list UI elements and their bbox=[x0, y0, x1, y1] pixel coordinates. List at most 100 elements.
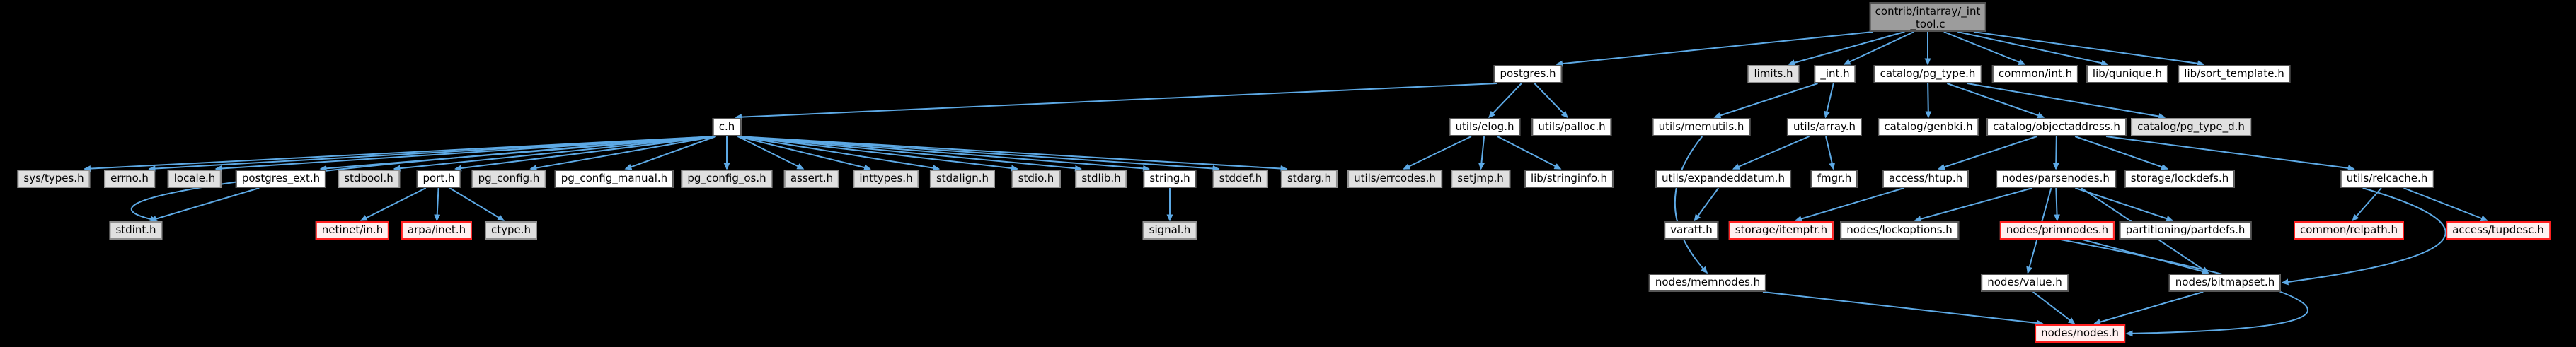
edge-nodes-bitmapset-h-to-nodes-nodes-h bbox=[2093, 291, 2204, 325]
node-setjmp-h: setjmp.h bbox=[1451, 170, 1510, 188]
node-catalog-genbki-h[interactable]: catalog/genbki.h bbox=[1878, 118, 1979, 136]
edge-utils-memutils-h-to-nodes-memnodes-h bbox=[1674, 136, 1708, 274]
edge-c-h-to-pg-config-manual-h bbox=[624, 136, 716, 170]
node-utils-relcache-h[interactable]: utils/relcache.h bbox=[2340, 170, 2434, 188]
node-catalog-pg-type-d-h: catalog/pg_type_d.h bbox=[2131, 118, 2251, 136]
edge-postgres-h-to-utils-elog-h bbox=[1488, 83, 1522, 119]
node-nodes-parsenodes-h[interactable]: nodes/parsenodes.h bbox=[1996, 170, 2116, 188]
node-stdalign-h: stdalign.h bbox=[929, 170, 996, 188]
node-stdio-h: stdio.h bbox=[1011, 170, 1061, 188]
node-fmgr-h[interactable]: fmgr.h bbox=[1810, 170, 1858, 188]
node-limits-h: limits.h bbox=[1747, 65, 1800, 83]
edge-c-h-to-port-h bbox=[454, 136, 716, 172]
edge-postgres-ext-h-to-stdint-h bbox=[149, 187, 260, 222]
edge-postgres-h-to-utils-palloc-h bbox=[1534, 83, 1568, 119]
node-nodes-primnodes-h[interactable]: nodes/primnodes.h bbox=[1999, 221, 2115, 240]
edge-nodes-parsenodes-h-to-nodes-lockoptions-h bbox=[1914, 187, 2033, 223]
edge-catalog-objectaddress-h-to-storage-lockdefs-h bbox=[2074, 136, 2169, 170]
node-stdlib-h: stdlib.h bbox=[1075, 170, 1127, 188]
node-access-tupdesc-h[interactable]: access/tupdesc.h bbox=[2446, 221, 2551, 240]
edge-port-h-to-ctype-h bbox=[449, 187, 505, 221]
node-port-h[interactable]: port.h bbox=[416, 170, 461, 188]
node-lib-stringinfo-h[interactable]: lib/stringinfo.h bbox=[1524, 170, 1614, 188]
edge-c-h-to-stdarg-h bbox=[737, 136, 1288, 172]
node-storage-lockdefs-h[interactable]: storage/lockdefs.h bbox=[2124, 170, 2236, 188]
edge-utils-elog-h-to-setjmp-h bbox=[1478, 136, 1485, 170]
node-utils-expandeddatum-h[interactable]: utils/expandeddatum.h bbox=[1655, 170, 1791, 188]
node-int-h[interactable]: _int.h bbox=[1814, 65, 1856, 83]
edge-int-h-to-utils-array-h bbox=[1824, 83, 1834, 119]
edge-c-h-to-inttypes-h bbox=[737, 136, 871, 171]
edge-utils-relcache-h-to-common-relpath-h bbox=[2352, 187, 2382, 222]
node-errno-h: errno.h bbox=[104, 170, 155, 188]
node-stdbool-h: stdbool.h bbox=[338, 170, 400, 188]
node-ctype-h: ctype.h bbox=[484, 221, 538, 240]
node-catalog-pg-type-h[interactable]: catalog/pg_type.h bbox=[1873, 65, 1982, 83]
edge-catalog-objectaddress-h-to-access-htup-h bbox=[1938, 136, 2037, 170]
node-string-h[interactable]: string.h bbox=[1143, 170, 1197, 188]
node-stdarg-h: stdarg.h bbox=[1280, 170, 1338, 188]
edge-c-h-to-stdbool-h bbox=[393, 136, 716, 172]
edge-utils-expandeddatum-h-to-varatt-h bbox=[1694, 187, 1720, 222]
edge-int-h-to-utils-memutils-h bbox=[1713, 83, 1818, 119]
node-assert-h: assert.h bbox=[783, 170, 840, 188]
edge-c-h-to-locale-h bbox=[214, 136, 716, 172]
edge-postgres-h-to-c-h bbox=[735, 83, 1497, 121]
edge-catalog-pg-type-h-to-catalog-objectaddress-h bbox=[1946, 83, 2045, 119]
node-nodes-lockoptions-h[interactable]: nodes/lockoptions.h bbox=[1840, 221, 1959, 240]
edge-tool-to-common-int-h bbox=[1943, 31, 2026, 65]
edge-nodes-memnodes-h-to-nodes-nodes-h bbox=[1762, 291, 2044, 327]
edge-utils-elog-h-to-lib-stringinfo-h bbox=[1497, 136, 1562, 170]
node-utils-palloc-h[interactable]: utils/palloc.h bbox=[1531, 118, 1612, 136]
edge-tool-to-int-h bbox=[1843, 31, 1914, 65]
edge-c-h-to-pg-config-h bbox=[529, 136, 716, 171]
node-netinet-in-h[interactable]: netinet/in.h bbox=[315, 221, 390, 240]
node-utils-array-h[interactable]: utils/array.h bbox=[1786, 118, 1863, 136]
edge-tool-to-limits-h bbox=[1788, 31, 1905, 66]
node-lib-sort-template-h[interactable]: lib/sort_template.h bbox=[2178, 65, 2291, 83]
node-postgres-ext-h[interactable]: postgres_ext.h bbox=[235, 170, 327, 188]
node-signal-h: signal.h bbox=[1142, 221, 1197, 240]
node-pg-config-os-h: pg_config_os.h bbox=[681, 170, 773, 188]
edge-utils-relcache-h-to-nodes-bitmapset-h bbox=[2281, 187, 2446, 286]
edge-access-htup-h-to-storage-itemptr-h bbox=[1794, 187, 1904, 222]
edge-utils-array-h-to-fmgr-h bbox=[1825, 136, 1836, 170]
node-pg-config-manual-h[interactable]: pg_config_manual.h bbox=[554, 170, 674, 188]
edge-catalog-objectaddress-h-to-utils-relcache-h bbox=[2105, 136, 2355, 172]
node-stddef-h: stddef.h bbox=[1212, 170, 1269, 188]
node-nodes-nodes-h[interactable]: nodes/nodes.h bbox=[2035, 324, 2125, 343]
edge-utils-elog-h-to-utils-errcodes-h bbox=[1403, 136, 1472, 170]
edge-c-h-to-stdlib-h bbox=[737, 136, 1082, 172]
edge-utils-array-h-to-utils-expandeddatum-h bbox=[1732, 136, 1810, 170]
node-common-int-h[interactable]: common/int.h bbox=[1991, 65, 2079, 83]
node-utils-memutils-h[interactable]: utils/memutils.h bbox=[1652, 118, 1751, 136]
edge-nodes-primnodes-h-to-nodes-nodes-h bbox=[2060, 239, 2308, 337]
node-catalog-objectaddress-h[interactable]: catalog/objectaddress.h bbox=[1986, 118, 2127, 136]
node-varatt-h[interactable]: varatt.h bbox=[1664, 221, 1719, 240]
edge-tool-to-lib-sort-template-h bbox=[1973, 31, 2205, 67]
node-stdint-h: stdint.h bbox=[109, 221, 163, 240]
edge-nodes-value-h-to-nodes-nodes-h bbox=[2032, 291, 2076, 324]
edge-c-h-to-stdio-h bbox=[737, 136, 1018, 172]
node-lib-qunique-h[interactable]: lib/qunique.h bbox=[2086, 65, 2169, 83]
node-utils-elog-h[interactable]: utils/elog.h bbox=[1449, 118, 1521, 136]
node-access-htup-h[interactable]: access/htup.h bbox=[1882, 170, 1970, 188]
node-common-relpath-h[interactable]: common/relpath.h bbox=[2294, 221, 2404, 240]
node-sys-types-h: sys/types.h bbox=[17, 170, 91, 188]
edge-catalog-objectaddress-h-to-nodes-parsenodes-h bbox=[2052, 136, 2059, 170]
node-partitioning-partdefs-h[interactable]: partitioning/partdefs.h bbox=[2119, 221, 2252, 240]
node-postgres-h[interactable]: postgres.h bbox=[1493, 65, 1563, 83]
edge-c-h-to-stdalign-h bbox=[737, 136, 941, 172]
node-nodes-bitmapset-h[interactable]: nodes/bitmapset.h bbox=[2168, 274, 2282, 292]
edge-utils-relcache-h-to-access-tupdesc-h bbox=[2403, 187, 2488, 222]
edge-tool-to-lib-qunique-h bbox=[1957, 31, 2109, 66]
edge-nodes-parsenodes-h-to-nodes-primnodes-h bbox=[2054, 187, 2061, 222]
node-nodes-memnodes-h[interactable]: nodes/memnodes.h bbox=[1648, 274, 1767, 292]
node-storage-itemptr-h[interactable]: storage/itemptr.h bbox=[1728, 221, 1834, 240]
node-c-h[interactable]: c.h bbox=[712, 118, 742, 136]
node-nodes-value-h[interactable]: nodes/value.h bbox=[1981, 274, 2069, 292]
node-locale-h: locale.h bbox=[167, 170, 222, 188]
node-arpa-inet-h[interactable]: arpa/inet.h bbox=[401, 221, 473, 240]
